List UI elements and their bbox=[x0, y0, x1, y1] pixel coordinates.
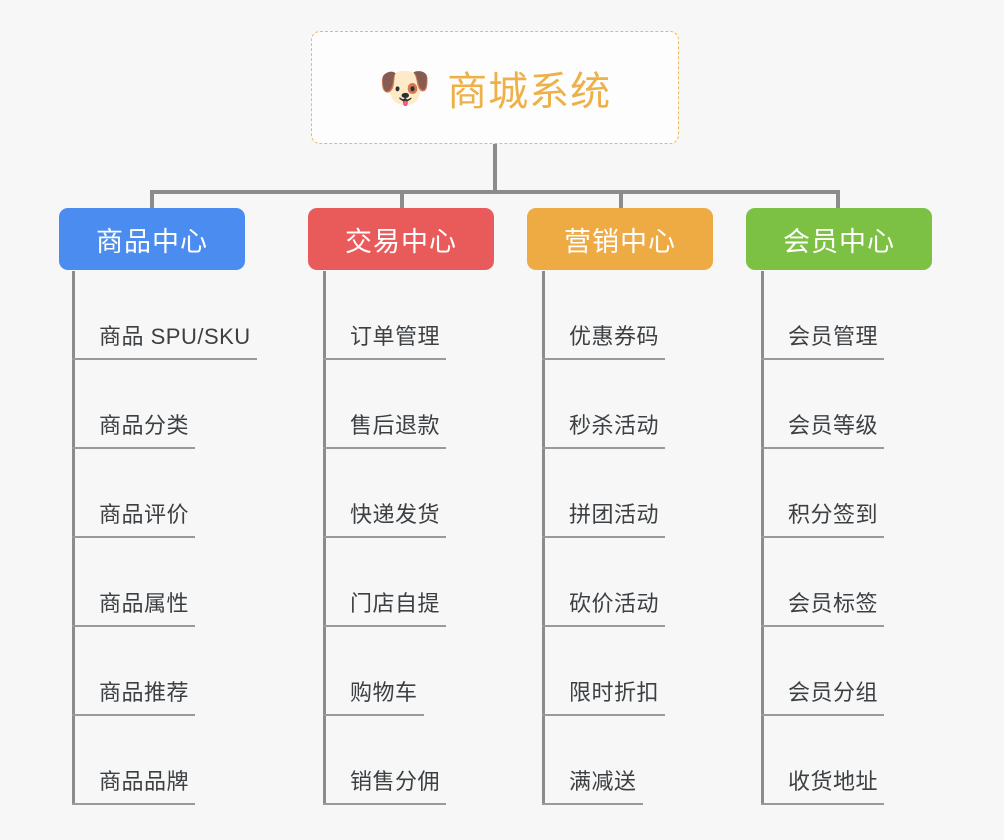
leaf-column-product-center: 商品 SPU/SKU 商品分类 商品评价 商品属性 商品推荐 商品品牌 bbox=[72, 271, 302, 805]
leaf-item-underline bbox=[323, 447, 447, 449]
leaf-item-underline bbox=[323, 536, 447, 538]
leaf-item-label: 会员等级 bbox=[788, 413, 879, 438]
leaf-item-underline bbox=[72, 358, 257, 360]
leaf-item-label: 商品品牌 bbox=[99, 769, 190, 794]
leaf-item-underline bbox=[542, 625, 666, 627]
leaf-item-underline bbox=[542, 358, 666, 360]
leaf-item-underline bbox=[72, 625, 196, 627]
leaf-item-label: 会员标签 bbox=[788, 591, 879, 616]
connector-drop-product bbox=[150, 190, 154, 210]
leaf-item-label: 购物车 bbox=[350, 680, 418, 705]
leaf-item-underline bbox=[72, 714, 196, 716]
leaf-item-label: 订单管理 bbox=[350, 324, 441, 349]
leaf-item-label: 商品分类 bbox=[99, 413, 190, 438]
leaf-item-label: 快递发货 bbox=[350, 502, 441, 527]
dog-face-icon: 🐶 bbox=[378, 63, 432, 111]
leaf-item-label: 会员分组 bbox=[788, 680, 879, 705]
leaf-column-trade-center: 订单管理 售后退款 快递发货 门店自提 购物车 销售分佣 bbox=[323, 271, 553, 805]
category-label: 会员中心 bbox=[783, 226, 895, 257]
connector-drop-marketing bbox=[619, 190, 623, 210]
root-node-mall-system[interactable]: 🐶 商城系统 bbox=[311, 31, 679, 144]
leaf-item-underline bbox=[761, 447, 885, 449]
leaf-item-underline bbox=[72, 803, 196, 805]
leaf-item-underline bbox=[542, 714, 666, 716]
leaf-item-label: 会员管理 bbox=[788, 324, 879, 349]
leaf-item-label: 拼团活动 bbox=[569, 502, 660, 527]
leaf-item-underline bbox=[72, 447, 196, 449]
leaf-item-underline bbox=[761, 625, 885, 627]
leaf-item-underline bbox=[761, 358, 885, 360]
leaf-item-underline bbox=[72, 536, 196, 538]
leaf-item-label: 限时折扣 bbox=[569, 680, 660, 705]
category-label: 交易中心 bbox=[345, 226, 457, 257]
leaf-item-underline bbox=[542, 447, 666, 449]
category-box-product-center[interactable]: 商品中心 bbox=[59, 208, 245, 270]
category-box-member-center[interactable]: 会员中心 bbox=[746, 208, 932, 270]
leaf-item-underline bbox=[323, 358, 447, 360]
leaf-item-underline bbox=[323, 625, 447, 627]
leaf-item-label: 商品 SPU/SKU bbox=[99, 324, 251, 349]
leaf-item-label: 售后退款 bbox=[350, 413, 441, 438]
category-label: 商品中心 bbox=[96, 226, 208, 257]
connector-root-stem bbox=[493, 144, 497, 194]
leaf-item-underline bbox=[761, 803, 885, 805]
leaf-item-underline bbox=[761, 536, 885, 538]
connector-drop-member bbox=[836, 190, 840, 210]
connector-horizontal-bus bbox=[150, 190, 840, 194]
leaf-item-underline bbox=[761, 714, 885, 716]
leaf-item-underline bbox=[542, 803, 643, 805]
category-box-marketing-center[interactable]: 营销中心 bbox=[527, 208, 713, 270]
leaf-item-label: 优惠券码 bbox=[569, 324, 660, 349]
leaf-item-underline bbox=[542, 536, 666, 538]
leaf-item-underline bbox=[323, 803, 447, 805]
leaf-item-label: 商品推荐 bbox=[99, 680, 190, 705]
leaf-column-marketing-center: 优惠券码 秒杀活动 拼团活动 砍价活动 限时折扣 满减送 bbox=[542, 271, 772, 805]
leaf-item-label: 商品评价 bbox=[99, 502, 190, 527]
connector-drop-trade bbox=[400, 190, 404, 210]
leaf-item-label: 收货地址 bbox=[788, 769, 879, 794]
leaf-item-label: 商品属性 bbox=[99, 591, 190, 616]
leaf-item-label: 门店自提 bbox=[350, 591, 441, 616]
leaf-item-underline bbox=[323, 714, 424, 716]
root-node-label: 商城系统 bbox=[447, 69, 612, 114]
category-label: 营销中心 bbox=[564, 226, 676, 257]
category-box-trade-center[interactable]: 交易中心 bbox=[308, 208, 494, 270]
leaf-item-label: 砍价活动 bbox=[569, 591, 660, 616]
leaf-item-label: 销售分佣 bbox=[350, 769, 441, 794]
leaf-item-label: 积分签到 bbox=[788, 502, 879, 527]
leaf-column-member-center: 会员管理 会员等级 积分签到 会员标签 会员分组 收货地址 bbox=[761, 271, 991, 805]
leaf-item-label: 秒杀活动 bbox=[569, 413, 660, 438]
leaf-item-label: 满减送 bbox=[569, 769, 637, 794]
